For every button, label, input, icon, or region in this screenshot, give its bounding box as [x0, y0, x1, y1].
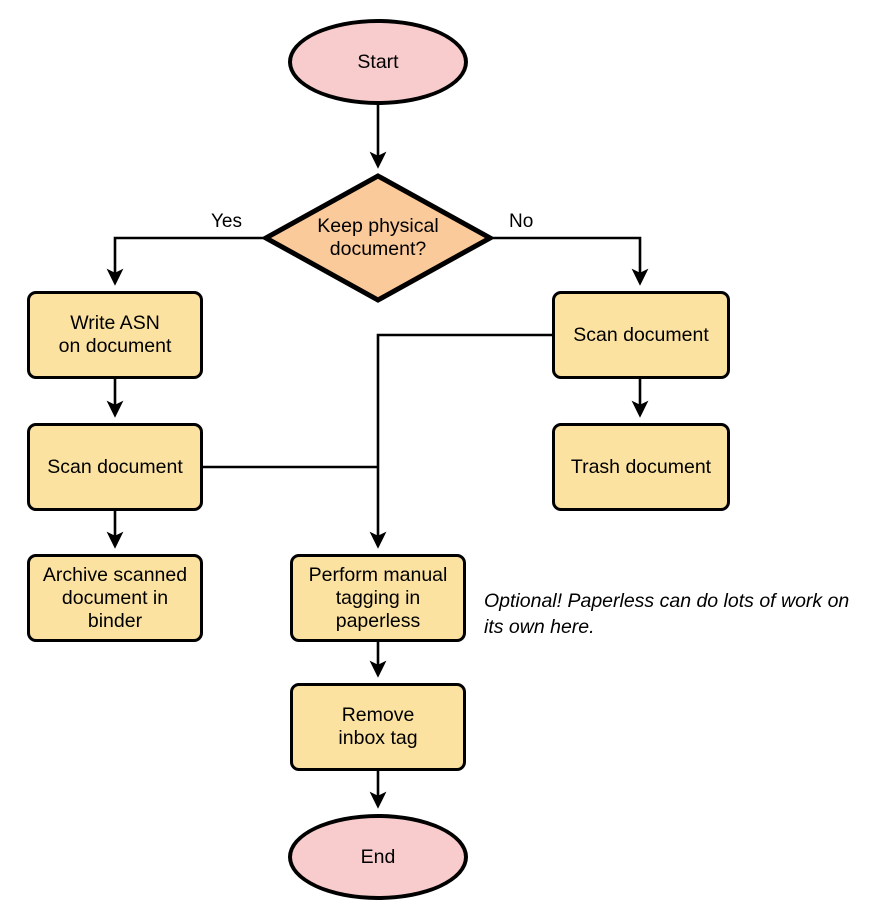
- node-archive-label: Archive scanned document in binder: [43, 564, 187, 633]
- diamond-shape: [263, 173, 493, 303]
- annotation-optional-paperless: Optional! Paperless can do lots of work …: [484, 588, 884, 641]
- node-remove-inbox-line1: Remove: [341, 704, 415, 726]
- edge-scan-right-to-manual-tagging: [369, 333, 552, 549]
- node-remove-inbox-label: Remove inbox tag: [338, 704, 417, 750]
- node-end-label: End: [360, 845, 396, 868]
- node-write-asn-line2: on document: [58, 335, 172, 357]
- node-scan-document-left-label: Scan document: [47, 455, 183, 478]
- node-start[interactable]: Start: [288, 19, 468, 105]
- node-manual-tagging-line3: paperless: [335, 609, 421, 632]
- node-archive-scanned-document[interactable]: Archive scanned document in binder: [27, 554, 203, 642]
- node-remove-inbox-tag[interactable]: Remove inbox tag: [290, 683, 466, 771]
- edge-decision-yes-to-write-asn: [106, 236, 263, 286]
- node-archive-line2: document in: [61, 586, 169, 609]
- node-manual-tagging-line1: Perform manual: [308, 563, 448, 586]
- node-remove-inbox-line2: inbox tag: [338, 727, 418, 749]
- node-write-asn-line1: Write ASN: [70, 312, 160, 334]
- node-scan-document-right[interactable]: Scan document: [552, 291, 730, 379]
- node-trash-document[interactable]: Trash document: [552, 423, 730, 511]
- node-scan-document-left[interactable]: Scan document: [27, 423, 203, 511]
- annotation-line1: Optional! Paperless can do lots of work …: [484, 590, 850, 612]
- node-decision-keep-physical-document[interactable]: Keep physical document?: [263, 173, 493, 303]
- node-trash-document-label: Trash document: [570, 455, 712, 478]
- edge-label-no: No: [509, 211, 534, 232]
- node-perform-manual-tagging[interactable]: Perform manual tagging in paperless: [290, 554, 466, 642]
- node-scan-document-right-label: Scan document: [573, 323, 709, 346]
- node-manual-tagging-label: Perform manual tagging in paperless: [309, 564, 448, 633]
- node-archive-line1: Archive scanned: [42, 563, 188, 586]
- node-end[interactable]: End: [288, 814, 468, 900]
- edge-decision-no-to-scan-right: [493, 236, 649, 286]
- node-start-label: Start: [357, 50, 399, 73]
- annotation-line2: its own here.: [484, 616, 595, 639]
- node-write-asn-label: Write ASN on document: [59, 312, 172, 358]
- node-manual-tagging-line2: tagging in: [335, 586, 421, 609]
- edge-label-yes: Yes: [211, 211, 242, 232]
- node-write-asn-on-document[interactable]: Write ASN on document: [27, 291, 203, 379]
- node-archive-line3: binder: [87, 609, 143, 632]
